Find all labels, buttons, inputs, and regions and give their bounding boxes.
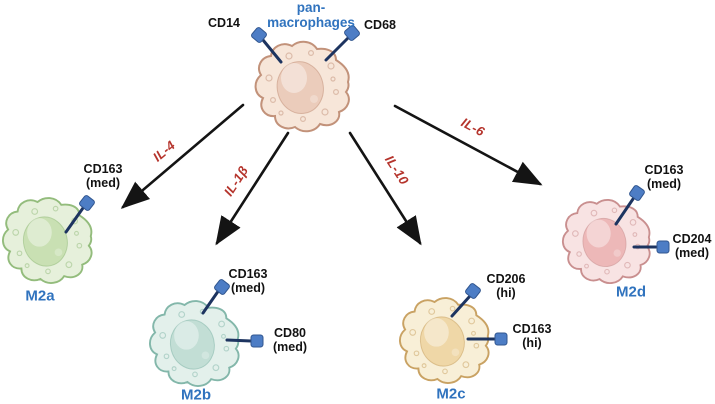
receptor-head [629,185,645,201]
receptor-stalk [225,338,253,343]
receptor-stalk [324,36,350,62]
m2d-cell [561,198,651,285]
cytokine-arrows [120,103,543,246]
il4-arrow [120,103,245,209]
m2c-cell [398,297,490,384]
m2b-cd80-receptor [225,334,264,348]
il6-arrow [393,104,543,186]
receptor-head [214,279,230,295]
receptor-stalk [261,38,283,64]
m2a-cell [1,197,93,284]
m2d-cd204-receptor [632,240,670,254]
il1b-arrow [215,131,290,246]
m2d-cd163-receptor [614,185,645,226]
cd68-receptor [324,25,360,62]
receptor-stalk [64,206,85,234]
pan-macrophage-cell [254,40,350,133]
receptor-head [250,334,264,348]
m2b-cd163-receptor [201,279,230,315]
receptor-head [251,27,267,43]
receptor-head [656,240,670,254]
cd14-receptor [251,27,283,64]
m2a-cd163-receptor [64,195,95,234]
receptor-stalk [450,294,472,318]
m2b-cell [148,300,240,387]
m2c-cd163-receptor [466,332,508,346]
receptor-head [465,283,481,299]
receptor-stalk [614,197,635,226]
il10-arrow [348,131,422,246]
receptor-head [494,332,508,346]
m2c-cd206-receptor [450,283,481,318]
receptors [64,25,670,348]
receptor-head [79,195,95,211]
receptor-stalk [201,288,221,315]
receptor-head [344,25,360,41]
